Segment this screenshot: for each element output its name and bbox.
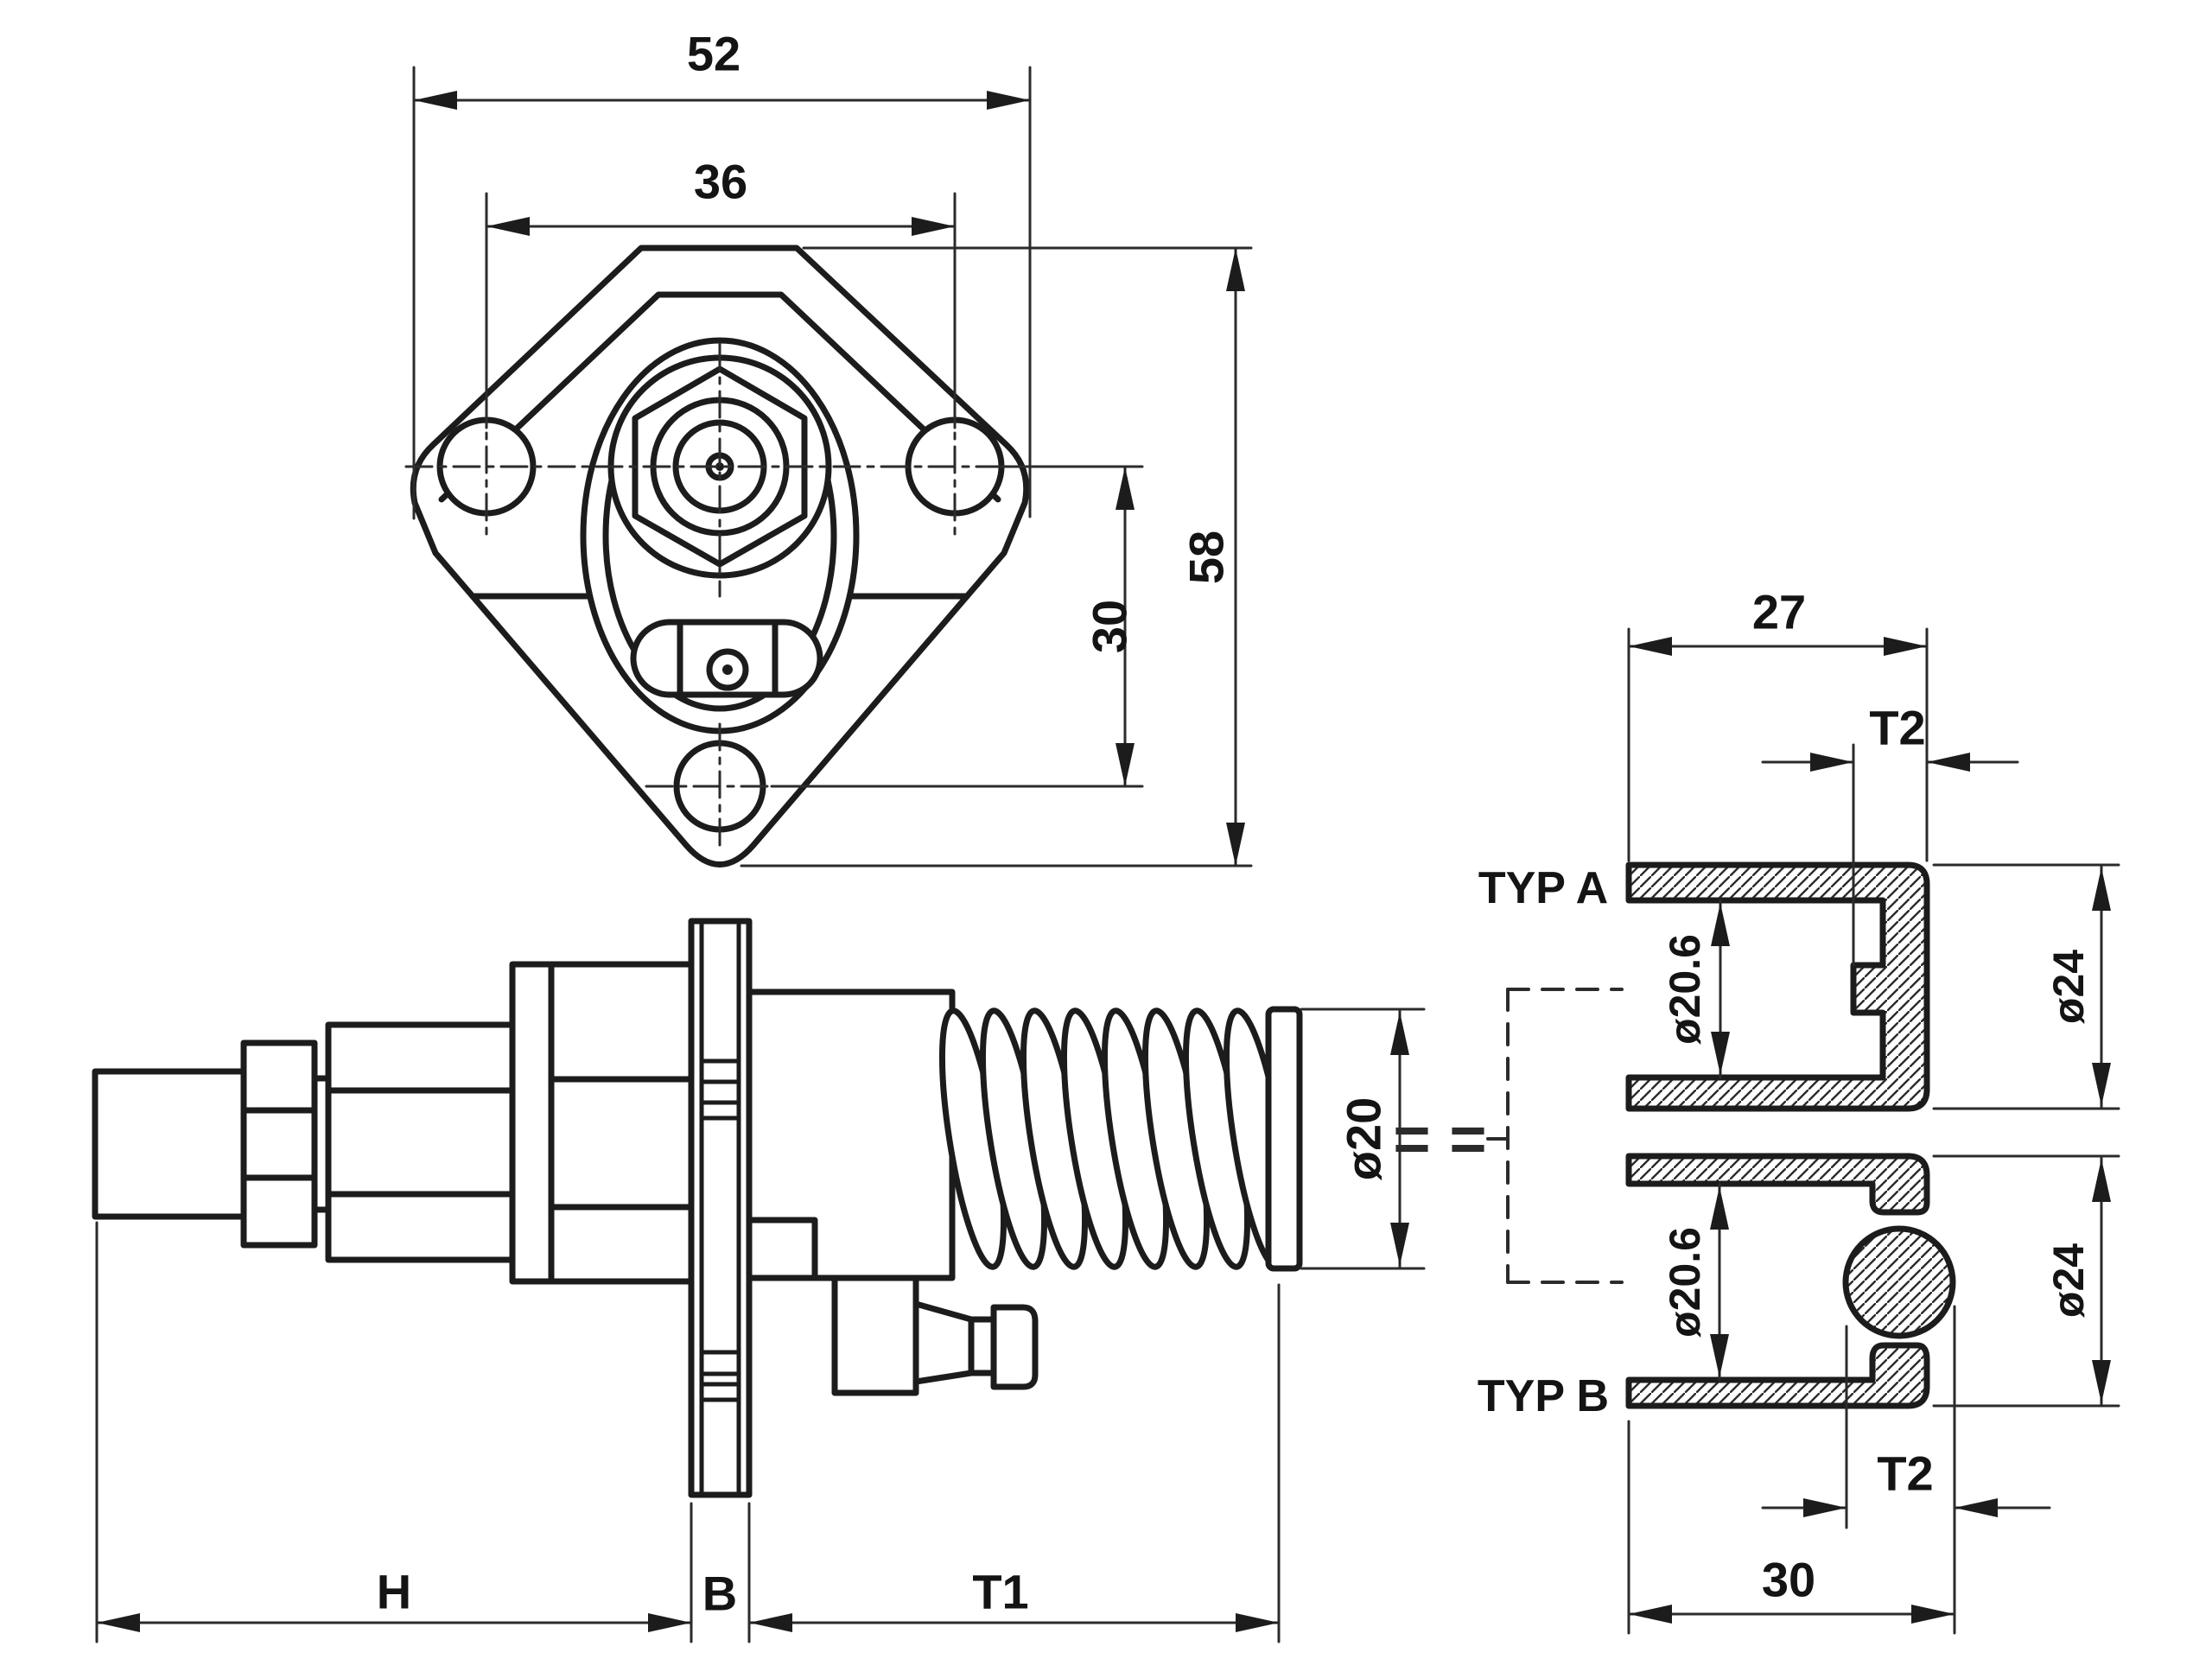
typ-b-ball <box>1842 1225 1956 1339</box>
slot-screw-dot <box>722 664 733 675</box>
dim-h-label: H <box>377 1565 411 1619</box>
dim-52-label: 52 <box>687 27 741 81</box>
dim-58-label: 58 <box>1179 531 1234 584</box>
equal-sign-2: = <box>1449 1103 1486 1175</box>
dim-58: 58 <box>740 246 1253 868</box>
pump-body <box>746 988 956 1281</box>
body-step <box>746 1217 818 1281</box>
spring <box>938 1006 1303 1272</box>
dim-t1-label: T1 <box>972 1565 1028 1619</box>
dim-outer-b: ø24 <box>1932 1154 2120 1408</box>
flange-inner-plate <box>438 291 1001 503</box>
dim-outer-a-label: ø24 <box>2044 950 2093 1024</box>
dim-bore-a-label: ø20.6 <box>1661 934 1709 1045</box>
dim-30-b: 30 <box>1627 1420 1956 1635</box>
dim-30-b-label: 30 <box>1762 1553 1815 1607</box>
dim-27-label: 27 <box>1752 585 1806 639</box>
side-view: ø20 = = H B T1 <box>92 918 1624 1643</box>
dim-t2-b-label: T2 <box>1877 1446 1933 1501</box>
dim-bore-b-label: ø20.6 <box>1661 1227 1709 1338</box>
dim-b-label: B <box>702 1567 737 1621</box>
center-pin-dot <box>715 462 724 471</box>
dim-30-front: 30 <box>770 465 1144 788</box>
dim-b: B <box>702 1502 751 1643</box>
dim-36: 36 <box>485 155 957 429</box>
spring-end-plate <box>1265 1006 1303 1272</box>
inlet-hex-nut <box>240 1039 318 1249</box>
inlet-pipe <box>92 1068 247 1220</box>
dim-h: H <box>95 1221 693 1643</box>
front-view: 52 36 58 30 <box>404 27 1253 868</box>
dim-bore-a: ø20.6 <box>1661 899 1730 1079</box>
dim-27: 27 <box>1627 585 1929 862</box>
dim-t2-b: T2 <box>1761 1305 2051 1635</box>
pump-front-cylinder <box>509 961 695 1285</box>
outlet-taper <box>912 1300 975 1385</box>
slot <box>630 619 823 698</box>
typ-b-top-wall <box>1625 1153 1930 1216</box>
plate-hole-ticks <box>699 1058 741 1402</box>
slot-screw <box>706 648 749 691</box>
dim-t2-a-label: T2 <box>1869 701 1925 755</box>
dim-bore-b: ø20.6 <box>1661 1182 1729 1382</box>
dim-o20-label: ø20 <box>1337 1097 1391 1181</box>
section-typ-a: TYP A 27 T2 ø20.6 <box>1478 585 2120 1112</box>
dim-t2-a: T2 <box>1761 701 2019 967</box>
dim-outer-b-label: ø24 <box>2044 1243 2093 1318</box>
outlet-barrel <box>990 1304 1039 1390</box>
equal-sign-1: = <box>1393 1103 1430 1175</box>
typ-b-bottom-wall <box>1625 1342 1930 1409</box>
typ-b-label: TYP B <box>1478 1371 1609 1421</box>
typ-a-walls <box>1625 861 1930 1112</box>
link-bracket <box>1486 988 1624 1284</box>
dim-30-front-label: 30 <box>1083 600 1137 653</box>
union-cylinder <box>325 1021 516 1263</box>
typ-a-label: TYP A <box>1478 863 1608 913</box>
dim-52: 52 <box>412 27 1032 520</box>
section-typ-b: TYP B ø20.6 ø24 T2 <box>1478 1153 2120 1635</box>
outlet-neck <box>968 1316 997 1376</box>
dim-spring-dia: ø20 <box>1300 1007 1426 1270</box>
dim-t1: T1 <box>747 1283 1281 1643</box>
dim-36-label: 36 <box>694 155 747 209</box>
outlet-block <box>831 1274 919 1396</box>
dim-outer-a: ø24 <box>1932 863 2120 1110</box>
